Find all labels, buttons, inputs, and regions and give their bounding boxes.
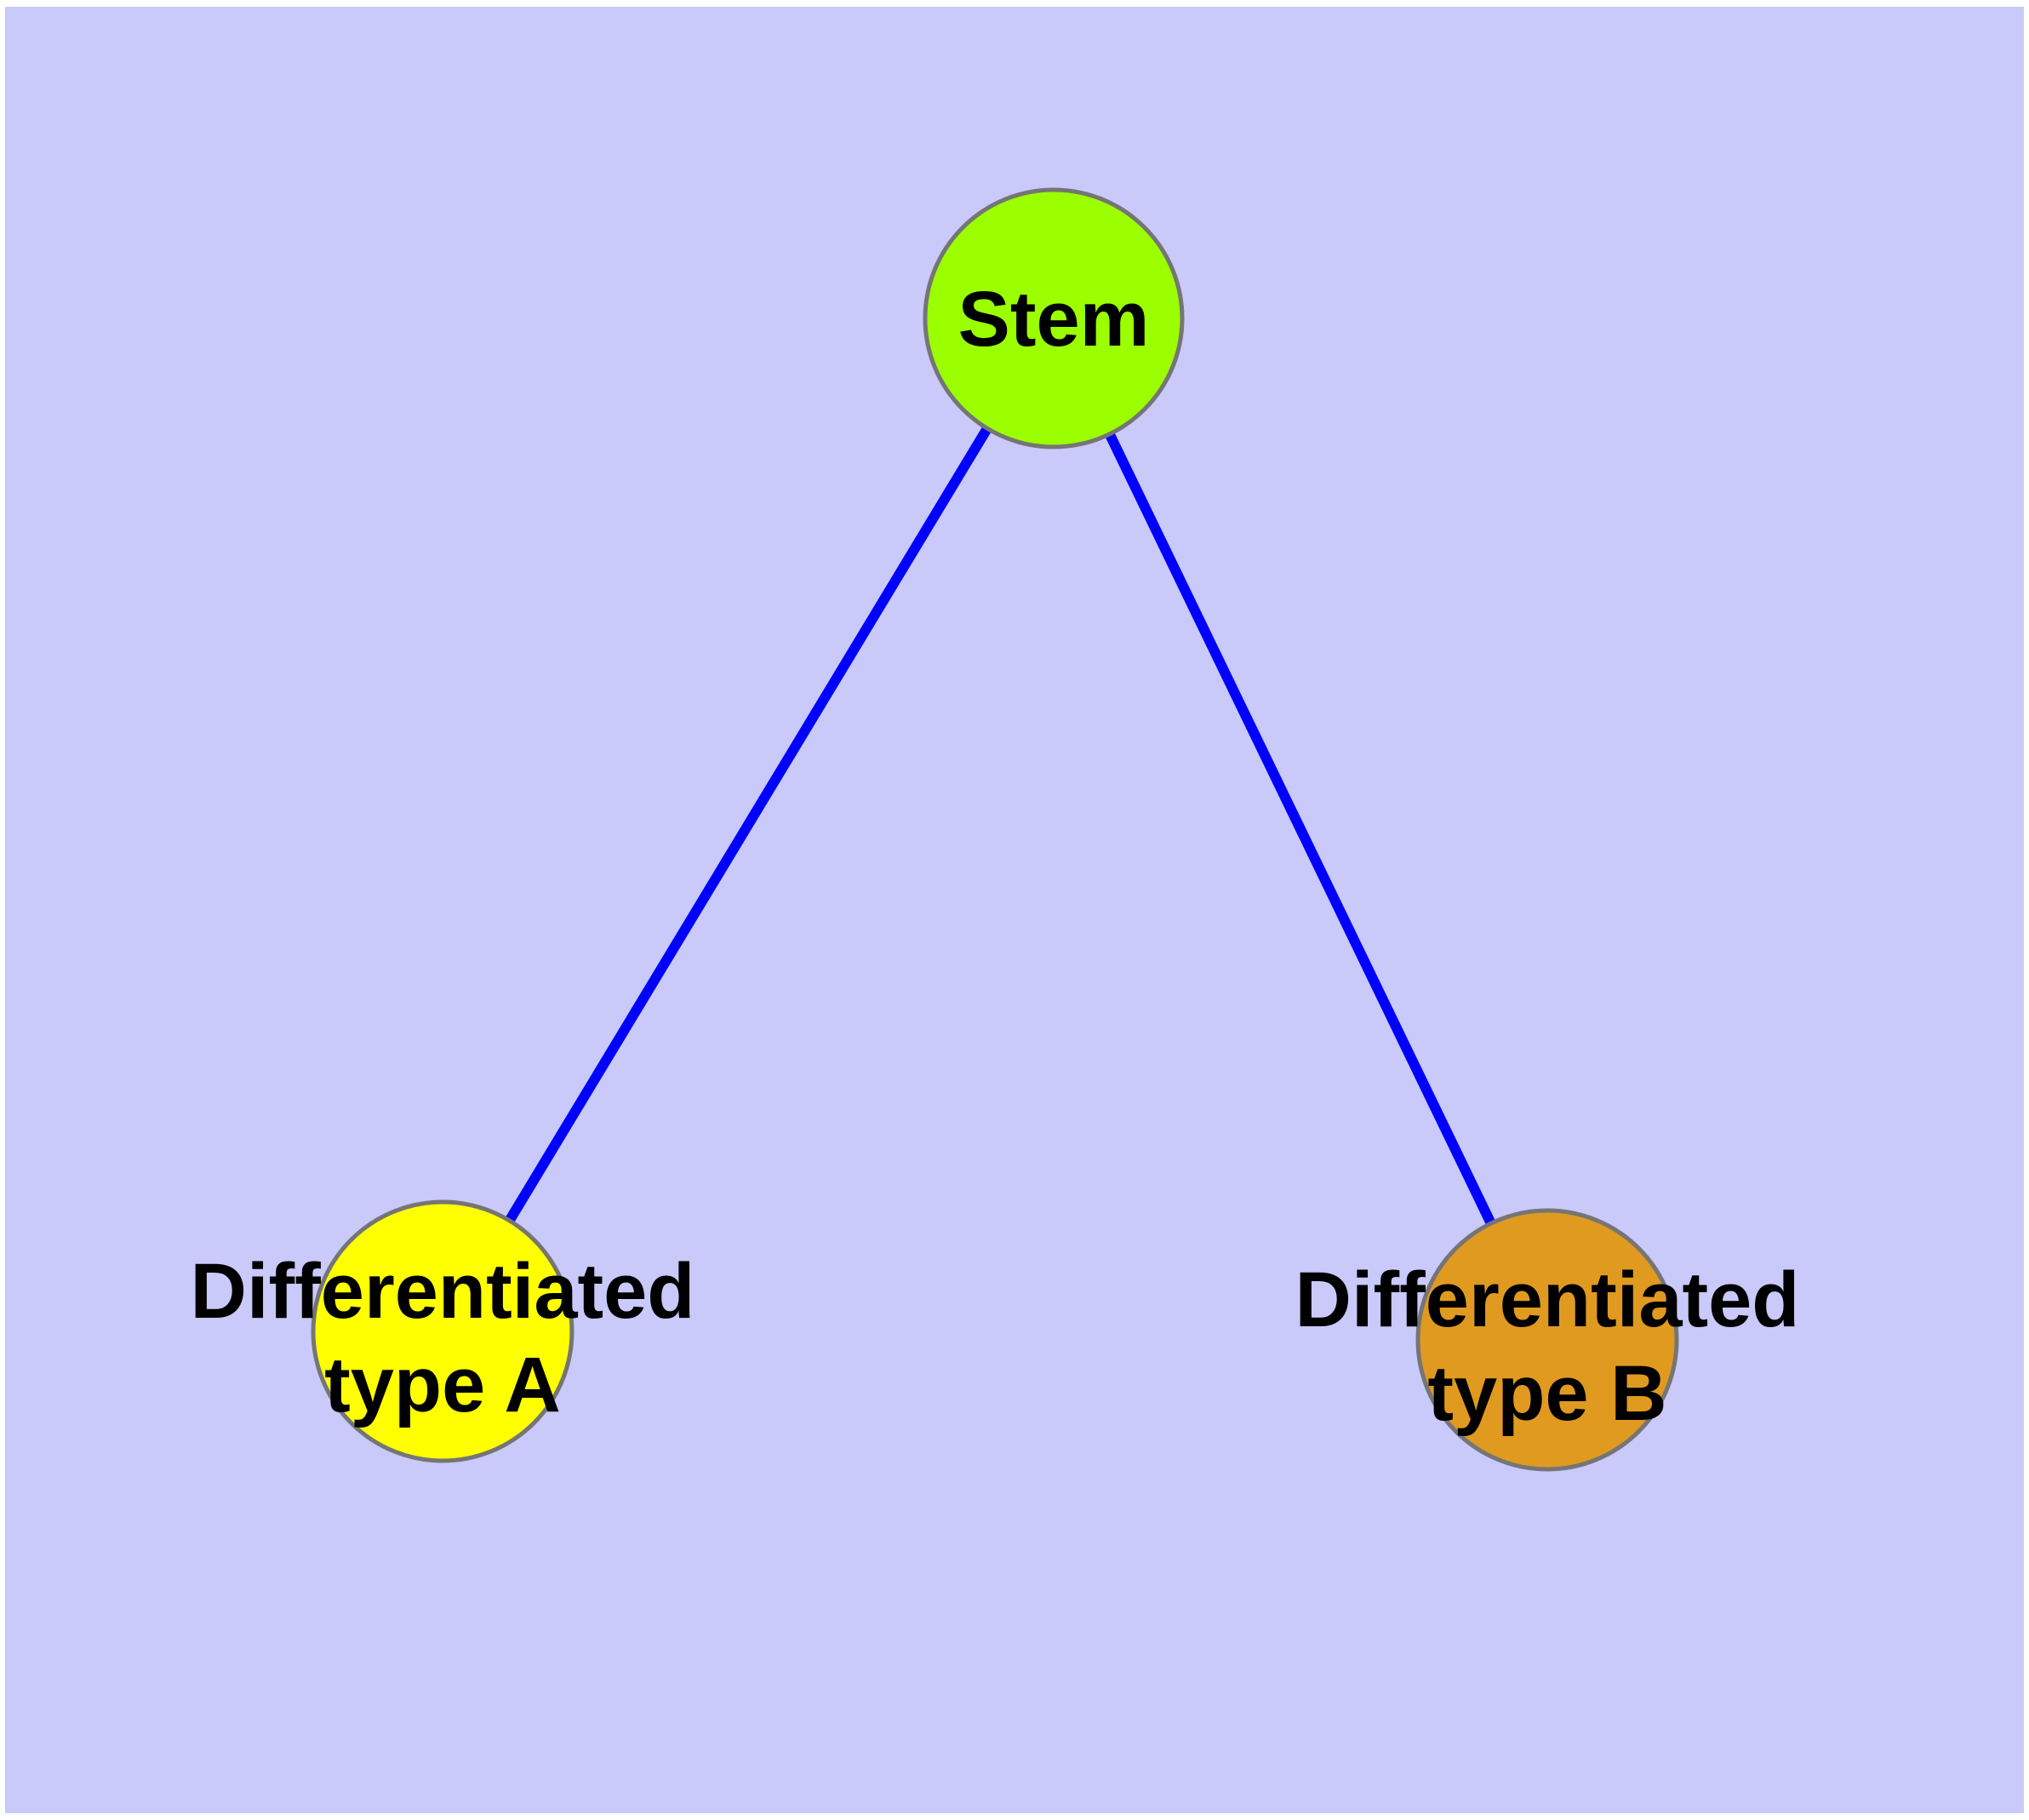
node-differentiated-type-a: Differentiated type A [191, 1199, 695, 1463]
differentiated-type-b-label-line1: Differentiated [1295, 1256, 1800, 1343]
differentiated-type-a-circle [311, 1199, 574, 1463]
stem-circle [923, 187, 1185, 449]
differentiated-type-a-label-line1: Differentiated [191, 1248, 695, 1335]
node-differentiated-type-b: Differentiated type B [1295, 1208, 1800, 1472]
differentiated-type-b-label-line2: type B [1427, 1350, 1666, 1437]
stem-label: Stem [958, 276, 1150, 363]
edge-stem-to-type-a [437, 315, 1059, 1335]
edge-stem-to-type-b [1049, 316, 1552, 1342]
differentiated-type-a-label-line2: type A [324, 1342, 561, 1428]
differentiated-type-b-circle [1415, 1208, 1679, 1472]
node-stem: Stem [923, 187, 1185, 449]
